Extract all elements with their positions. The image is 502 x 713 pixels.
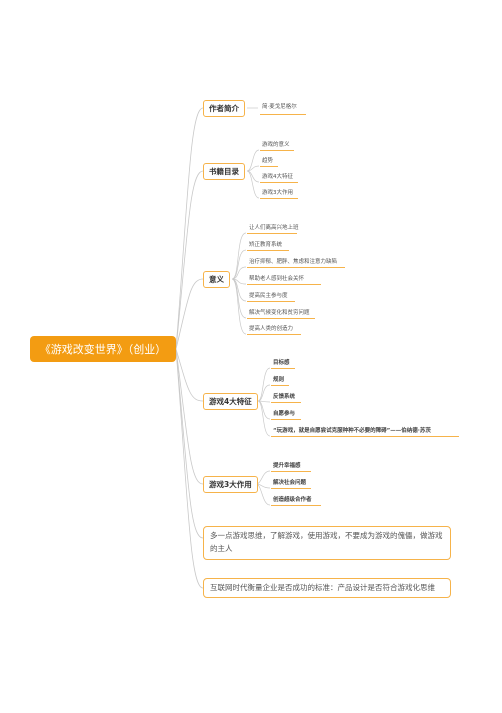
underline — [247, 284, 321, 285]
branch-toc[interactable]: 书籍目录 — [203, 163, 245, 180]
underline — [247, 301, 295, 302]
underline — [247, 250, 289, 251]
underline — [271, 488, 311, 489]
underline — [271, 505, 321, 506]
connector-author — [175, 107, 204, 350]
leaf-features-4: 自愿参与 — [273, 411, 296, 417]
underline — [271, 436, 459, 437]
underline — [260, 198, 298, 199]
connector-functions — [175, 348, 204, 485]
leaf-toc-1: 游戏的意义 — [262, 142, 290, 148]
leaf-toc-4: 游戏3大作用 — [262, 190, 293, 196]
underline — [271, 419, 301, 420]
leaf-toc-3: 游戏4大特征 — [262, 174, 293, 180]
branch-features[interactable]: 游戏4大特征 — [203, 393, 258, 410]
leaf-meaning-3: 治疗抑郁、肥胖、焦虑和注意力缺陷 — [249, 259, 338, 265]
underline — [247, 318, 315, 319]
leaf-meaning-4: 帮助老人感到社会关怀 — [249, 276, 305, 282]
branch-meaning[interactable]: 意义 — [203, 271, 230, 288]
branch-author[interactable]: 作者简介 — [203, 100, 245, 117]
leaf-features-2: 规则 — [273, 377, 285, 383]
underline — [247, 267, 345, 268]
underline — [260, 182, 298, 183]
underline — [247, 334, 301, 335]
connector-note1 — [175, 348, 204, 539]
leaf-features-1: 目标感 — [273, 360, 290, 366]
underline — [260, 150, 294, 151]
leaf-features-3: 反馈系统 — [273, 394, 296, 400]
leaf-meaning-2: 矫正教育系统 — [249, 242, 283, 248]
leaf-functions-3: 创造超级合作者 — [273, 497, 312, 503]
leaf-meaning-5: 提高民主参与度 — [249, 293, 288, 299]
leaf-meaning-1: 让人们离高兴地上班 — [249, 225, 299, 231]
leaf-features-quote: “玩游戏，就是自愿尝试克服种种不必要的障碍”——伯纳德·苏茨 — [273, 428, 431, 434]
leaf-author-name: 简·麦戈尼格尔 — [262, 104, 297, 110]
underline — [260, 166, 278, 167]
connector-meaning — [175, 278, 204, 350]
branch-functions[interactable]: 游戏3大作用 — [203, 476, 258, 493]
underline — [260, 114, 306, 115]
root-node[interactable]: 《游戏改变世界》（创业） — [30, 336, 176, 362]
leaf-toc-2: 趋势 — [262, 158, 274, 164]
connector-note2 — [175, 348, 204, 589]
connector-features — [175, 348, 204, 402]
connector-toc — [175, 170, 204, 350]
note-game-thinking[interactable]: 多一点游戏思维，了解游戏，使用游戏，不要成为游戏的傀儡，做游戏的主人 — [203, 526, 451, 560]
underline — [247, 233, 297, 234]
leaf-meaning-7: 提高人类的创造力 — [249, 326, 294, 332]
leaf-functions-2: 解决社会问题 — [273, 480, 307, 486]
leaf-meaning-6: 解决气候变化和贫穷问题 — [249, 310, 310, 316]
underline — [271, 385, 289, 386]
underline — [271, 368, 295, 369]
underline — [271, 471, 311, 472]
note-internet-standard[interactable]: 互联网时代衡量企业是否成功的标准：产品设计是否符合游戏化思维 — [203, 578, 451, 598]
underline — [271, 402, 301, 403]
leaf-functions-1: 提升幸福感 — [273, 463, 301, 469]
